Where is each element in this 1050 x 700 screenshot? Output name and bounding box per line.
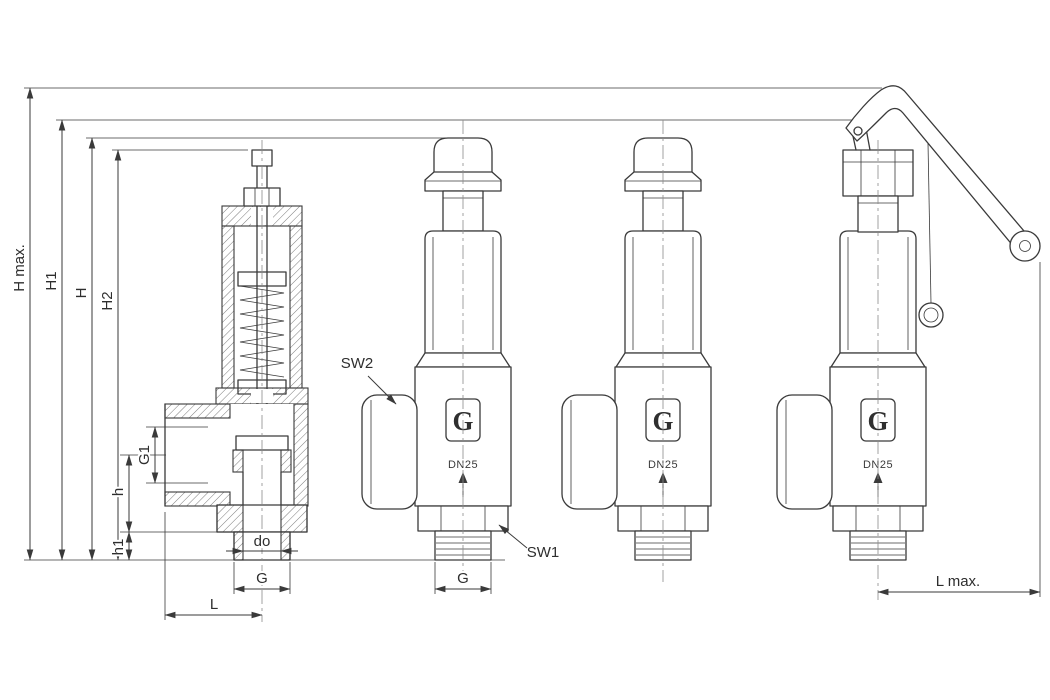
- inlet-dimensions-valve1: do G L: [164, 512, 298, 620]
- safety-valve-front-view-b: [561, 120, 712, 582]
- dim-label-h-small: h: [110, 488, 127, 496]
- dim-label-l: L: [210, 596, 218, 613]
- wrench-size-callouts: SW2 SW1: [339, 353, 562, 563]
- safety-valve-front-view-a: [361, 120, 512, 582]
- lever-pivot: [853, 126, 863, 136]
- inlet-dimension-valve2: G: [434, 562, 492, 594]
- callout-sw1: SW1: [527, 544, 560, 561]
- dim-label-h: H: [73, 288, 90, 299]
- dim-label-g-thread-2: G: [457, 570, 469, 587]
- dim-label-d0: do: [254, 533, 271, 550]
- lever-length-dimension: L max.: [877, 262, 1041, 597]
- safety-valve-lever-view: [776, 85, 1041, 600]
- dim-label-h2: H2: [99, 291, 116, 310]
- dim-label-l-max: L max.: [936, 573, 980, 590]
- height-dimensions: H max. H1 H H2: [9, 87, 882, 561]
- callout-sw2: SW2: [341, 355, 374, 372]
- pull-ring-icon: [918, 302, 944, 328]
- dim-label-h-max: H max.: [11, 244, 28, 292]
- safety-valve-section-view: [146, 140, 309, 622]
- lever-grip-end: [1009, 230, 1041, 262]
- dim-label-g-thread-1: G: [256, 570, 268, 587]
- side-port-dimensions: G1 h h1: [108, 426, 218, 561]
- dim-label-h1: H1: [43, 271, 60, 290]
- spring: [239, 285, 285, 378]
- dim-label-h1-small: h1: [110, 539, 127, 556]
- dim-label-g1: G1: [136, 445, 153, 465]
